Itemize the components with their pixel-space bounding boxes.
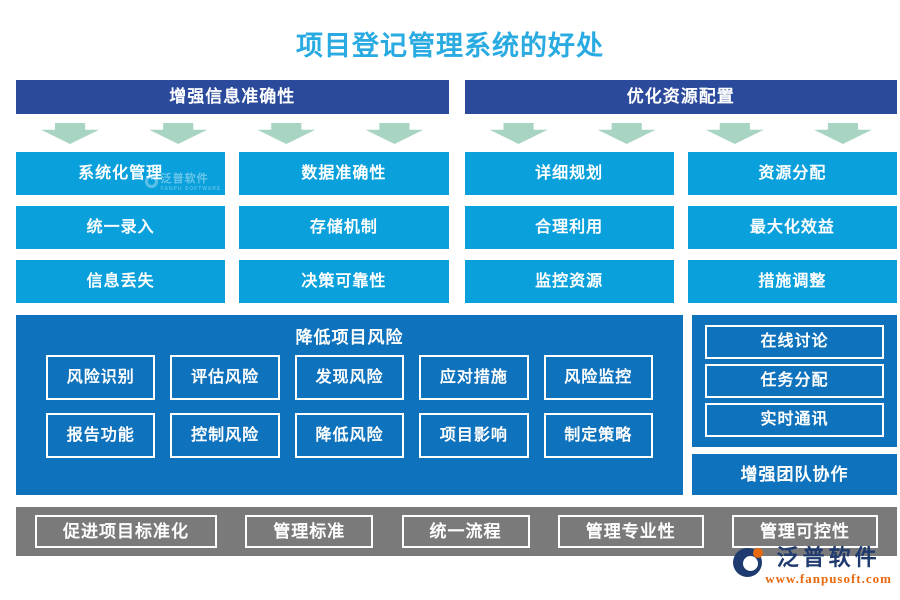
watermark-subtext: FANPU SOFTWARE (160, 186, 222, 192)
down-arrow-icon (41, 123, 100, 144)
risk-button-assess: 评估风险 (170, 355, 280, 400)
risk-button-identify: 风险识别 (46, 355, 156, 400)
risk-button-discover: 发现风险 (294, 355, 405, 400)
grid-cell-rational-use: 合理利用 (464, 206, 674, 249)
risk-button-report: 报告功能 (46, 413, 156, 458)
arrow-row (16, 123, 449, 145)
info-accuracy-column: 增强信息准确性 系统化管理 泛普软件 FANPU SOFTWARE (16, 80, 449, 303)
grid-cell-detailed-planning: 详细规划 (464, 152, 674, 195)
risk-reduction-panel: 降低项目风险 风险识别 评估风险 发现风险 应对措施 风险监控 报告功能 控制风… (16, 315, 683, 495)
std-button-management-professionalism: 管理专业性 (557, 515, 704, 548)
down-arrow-icon (489, 123, 548, 144)
grid-cell-decision-reliability: 决策可靠性 (239, 260, 449, 303)
fanpu-logo: 泛普软件 www.fanpusoft.com (733, 545, 892, 587)
risk-button-grid: 风险识别 评估风险 发现风险 应对措施 风险监控 报告功能 控制风险 降低风险 … (46, 355, 653, 458)
standardization-panel: 促进项目标准化 管理标准 统一流程 管理专业性 管理可控性 (16, 507, 897, 556)
std-button-unified-process: 统一流程 (401, 515, 530, 548)
grid-cell-maximize-benefit: 最大化效益 (687, 206, 897, 249)
down-arrow-icon (257, 123, 316, 144)
std-button-management-controllability: 管理可控性 (732, 515, 878, 548)
risk-button-reduce: 降低风险 (294, 413, 405, 458)
grid-cell-information-loss: 信息丢失 (16, 260, 226, 303)
grid-cell-measure-adjustment: 措施调整 (687, 260, 897, 303)
watermark-text: 泛普软件 (160, 173, 209, 185)
collab-button-realtime-communication: 实时通讯 (705, 403, 884, 437)
grid-cell-storage-mechanism: 存储机制 (239, 206, 449, 249)
arrow-row (465, 123, 898, 145)
risk-button-project-impact: 项目影响 (419, 413, 529, 458)
std-button-management-standard: 管理标准 (245, 515, 374, 548)
grid-cell-systematic-management: 系统化管理 泛普软件 FANPU SOFTWARE (16, 152, 226, 195)
info-accuracy-grid: 系统化管理 泛普软件 FANPU SOFTWARE 数据准确性 统一录入 存储机… (16, 152, 449, 303)
down-arrow-icon (705, 123, 764, 144)
resource-optimization-grid: 详细规划 资源分配 合理利用 最大化效益 监控资源 措施调整 (464, 152, 897, 303)
fanpu-watermark: 泛普软件 FANPU SOFTWARE (144, 170, 222, 192)
page-title: 项目登记管理系统的好处 (296, 31, 604, 61)
collaboration-panel: 在线讨论 任务分配 实时通讯 (692, 315, 897, 447)
collaboration-column: 在线讨论 任务分配 实时通讯 增强团队协作 (692, 315, 897, 495)
team-collaboration-bar: 增强团队协作 (692, 454, 897, 495)
std-button-promote-standardization: 促进项目标准化 (35, 515, 217, 548)
grid-cell-unified-entry: 统一录入 (16, 206, 226, 249)
risk-panel-header: 降低项目风险 (295, 328, 404, 347)
risk-button-strategy: 制定策略 (543, 413, 653, 458)
fanpu-logo-name: 泛普软件 (776, 545, 881, 570)
grid-cell-label: 系统化管理 (78, 165, 164, 182)
fanpu-logo-url: www.fanpusoft.com (765, 571, 892, 586)
fanpu-watermark-icon (144, 174, 158, 188)
down-arrow-icon (813, 123, 872, 144)
grid-cell-data-accuracy: 数据准确性 (239, 152, 449, 195)
grid-cell-monitor-resources: 监控资源 (464, 260, 674, 303)
section-header-resource-optimization: 优化资源配置 (464, 80, 897, 114)
grid-cell-resource-allocation: 资源分配 (687, 152, 897, 195)
risk-button-control: 控制风险 (170, 413, 280, 458)
collab-button-online-discussion: 在线讨论 (705, 325, 884, 359)
middle-section: 降低项目风险 风险识别 评估风险 发现风险 应对措施 风险监控 报告功能 控制风… (16, 315, 897, 495)
fanpu-logo-icon (733, 548, 764, 577)
top-section: 增强信息准确性 系统化管理 泛普软件 FANPU SOFTWARE (16, 80, 897, 303)
down-arrow-icon (365, 123, 424, 144)
down-arrow-icon (597, 123, 656, 144)
risk-button-monitor: 风险监控 (543, 355, 653, 400)
section-header-info-accuracy: 增强信息准确性 (16, 80, 449, 114)
down-arrow-icon (149, 123, 208, 144)
resource-optimization-column: 优化资源配置 详细规划 资源分配 合理利用 最大化效益 监控资源 措施调整 (464, 80, 898, 303)
risk-button-respond: 应对措施 (419, 355, 529, 400)
collab-button-task-assignment: 任务分配 (705, 364, 884, 398)
